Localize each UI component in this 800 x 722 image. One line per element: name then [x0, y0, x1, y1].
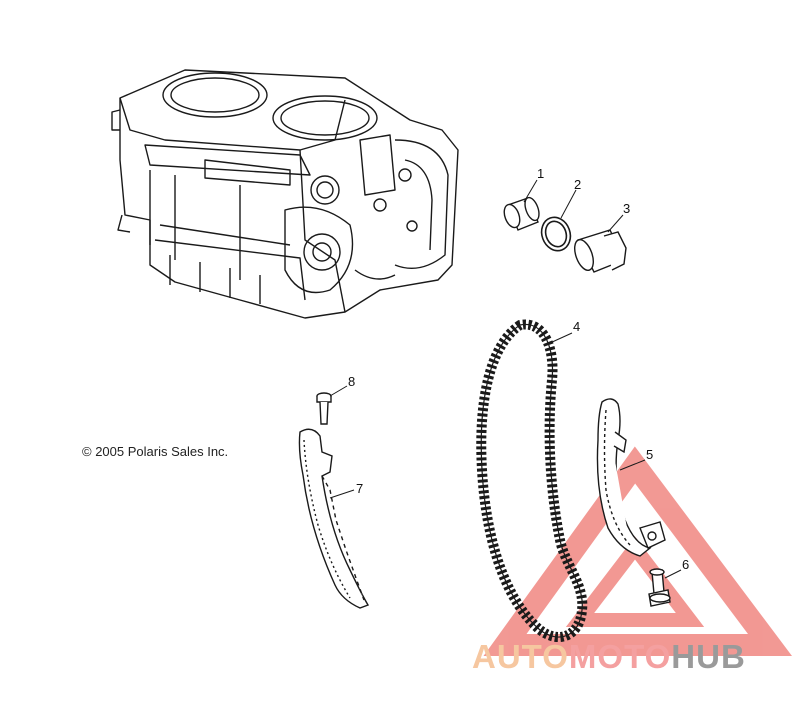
callout-6: 6: [682, 557, 689, 572]
watermark-hub: HUB: [671, 638, 746, 675]
callout-5: 5: [646, 447, 653, 462]
leader-lines: [329, 179, 682, 579]
watermark-auto: AUTO: [472, 638, 569, 675]
part-7-guide-blade: [298, 428, 370, 609]
callout-3: 3: [623, 201, 630, 216]
part-3-plug: [574, 229, 627, 273]
callout-1: 1: [537, 166, 544, 181]
copyright-notice: © 2005 Polaris Sales Inc.: [82, 444, 229, 459]
watermark-logo: AUTOMOTOHUB: [472, 638, 746, 676]
callout-8: 8: [348, 374, 355, 389]
callout-4: 4: [573, 319, 580, 334]
watermark-moto: MOTO: [568, 638, 672, 675]
callout-7: 7: [356, 481, 363, 496]
part-1-bushing: [503, 196, 540, 231]
part-2-o-ring: [540, 216, 572, 252]
part-8-bolt: [316, 392, 332, 425]
part-5-tensioner-blade: [596, 398, 666, 557]
crankcase-block: [111, 69, 459, 319]
part-4-timing-chain: [476, 319, 588, 643]
callout-2: 2: [574, 177, 581, 192]
part-6-bolt: [648, 568, 671, 607]
